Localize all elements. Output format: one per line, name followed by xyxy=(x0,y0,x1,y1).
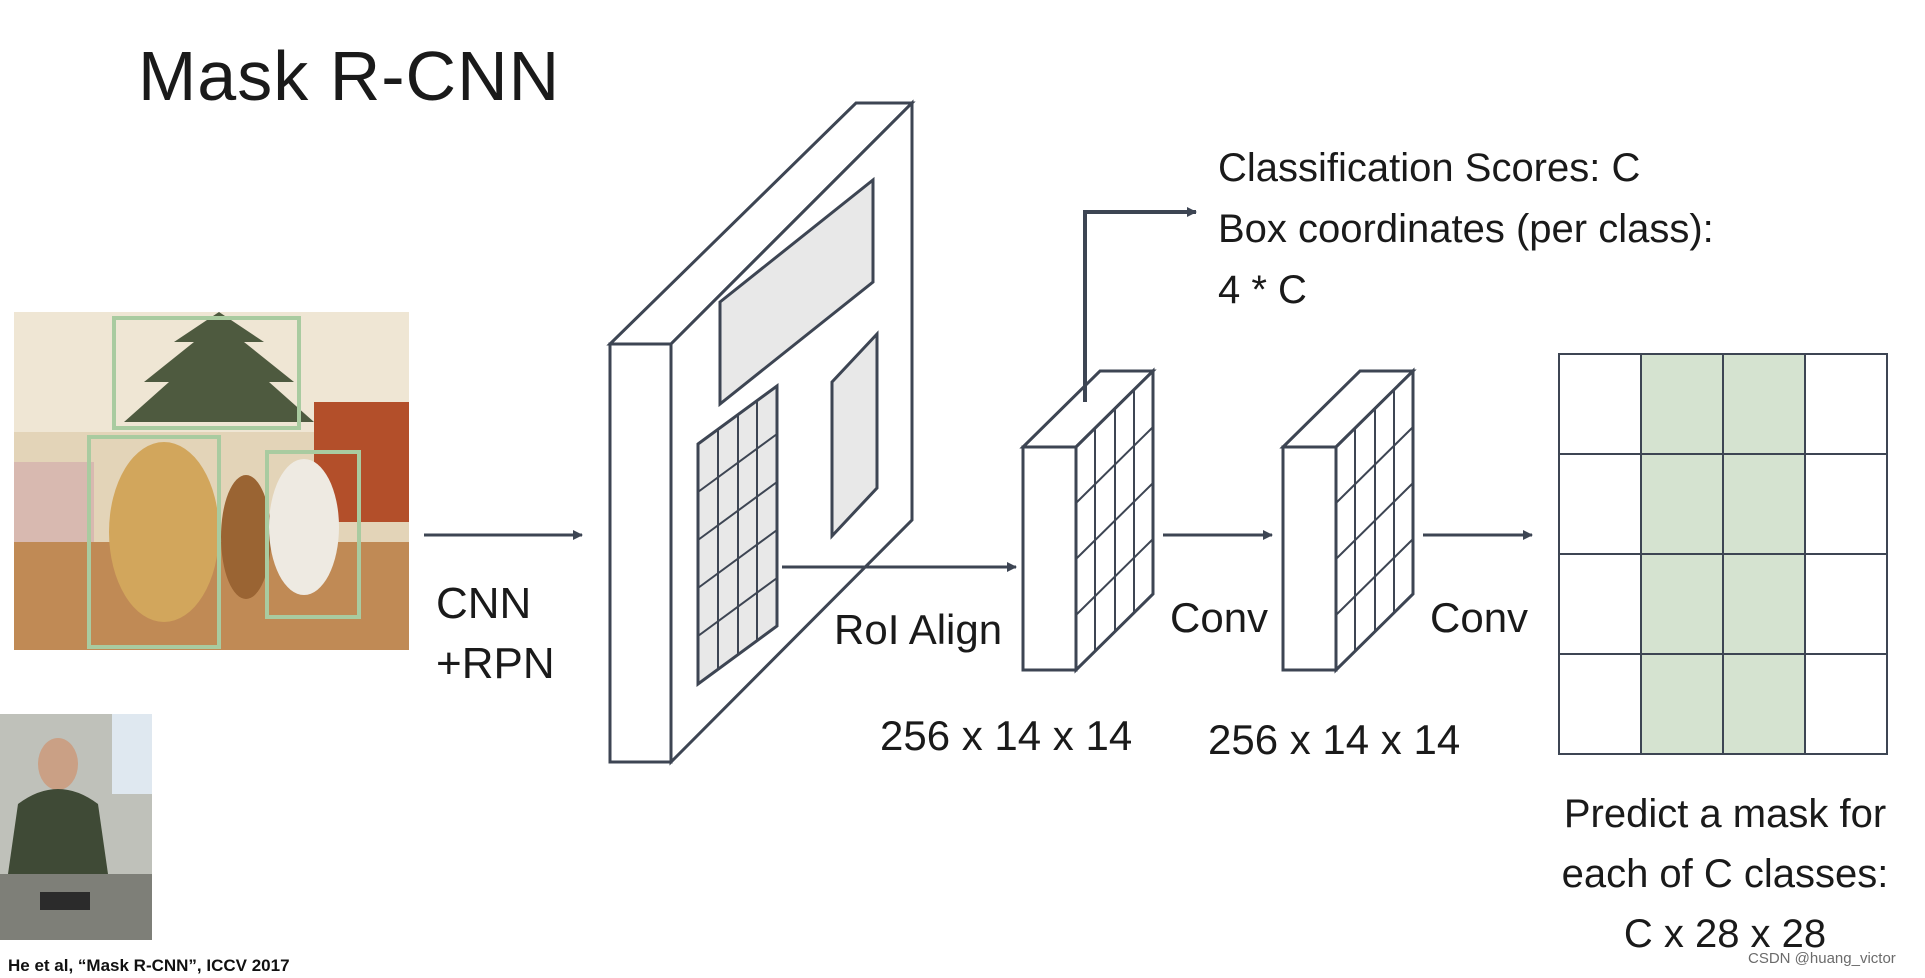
mask-cell xyxy=(1805,554,1887,654)
conv-feature-block xyxy=(1283,371,1413,670)
roi-align-label: RoI Align xyxy=(834,606,1002,654)
classification-line: Classification Scores: C xyxy=(1218,138,1714,199)
mask-cell xyxy=(1559,654,1641,754)
box-coordinates-line: Box coordinates (per class): xyxy=(1218,199,1714,260)
box-count-line: 4 * C xyxy=(1218,260,1714,321)
roi-feature-block xyxy=(1023,371,1153,670)
prediction-line-1: Predict a mask for xyxy=(1530,784,1920,844)
mask-cell xyxy=(1805,354,1887,454)
mask-cell xyxy=(1559,454,1641,554)
classification-text: Classification Scores: C Box coordinates… xyxy=(1218,138,1714,321)
mask-grid xyxy=(1559,354,1887,754)
mask-prediction-text: Predict a mask for each of C classes: C … xyxy=(1530,784,1920,964)
mask-cell xyxy=(1805,454,1887,554)
mask-cell-highlighted xyxy=(1641,454,1723,554)
mask-cell xyxy=(1805,654,1887,754)
watermark: CSDN @huang_victor xyxy=(1748,950,1896,967)
mask-cell xyxy=(1559,554,1641,654)
conv-dimension-label: 256 x 14 x 14 xyxy=(1208,716,1460,764)
citation: He et al, “Mask R-CNN”, ICCV 2017 xyxy=(8,956,290,976)
cnn-rpn-label: CNN +RPN xyxy=(436,574,555,694)
prediction-line-2: each of C classes: xyxy=(1530,844,1920,904)
rpn-label: +RPN xyxy=(436,634,555,694)
conv-label-2: Conv xyxy=(1430,594,1528,642)
mask-cell-highlighted xyxy=(1723,454,1805,554)
roi-dimension-label: 256 x 14 x 14 xyxy=(880,712,1132,760)
mask-cell-highlighted xyxy=(1723,354,1805,454)
mask-cell-highlighted xyxy=(1641,554,1723,654)
cnn-label: CNN xyxy=(436,574,555,634)
mask-cell-highlighted xyxy=(1641,654,1723,754)
mask-cell-highlighted xyxy=(1723,654,1805,754)
feature-map xyxy=(610,103,912,762)
mask-cell-highlighted xyxy=(1723,554,1805,654)
conv-label-1: Conv xyxy=(1170,594,1268,642)
mask-cell-highlighted xyxy=(1641,354,1723,454)
mask-cell xyxy=(1559,354,1641,454)
